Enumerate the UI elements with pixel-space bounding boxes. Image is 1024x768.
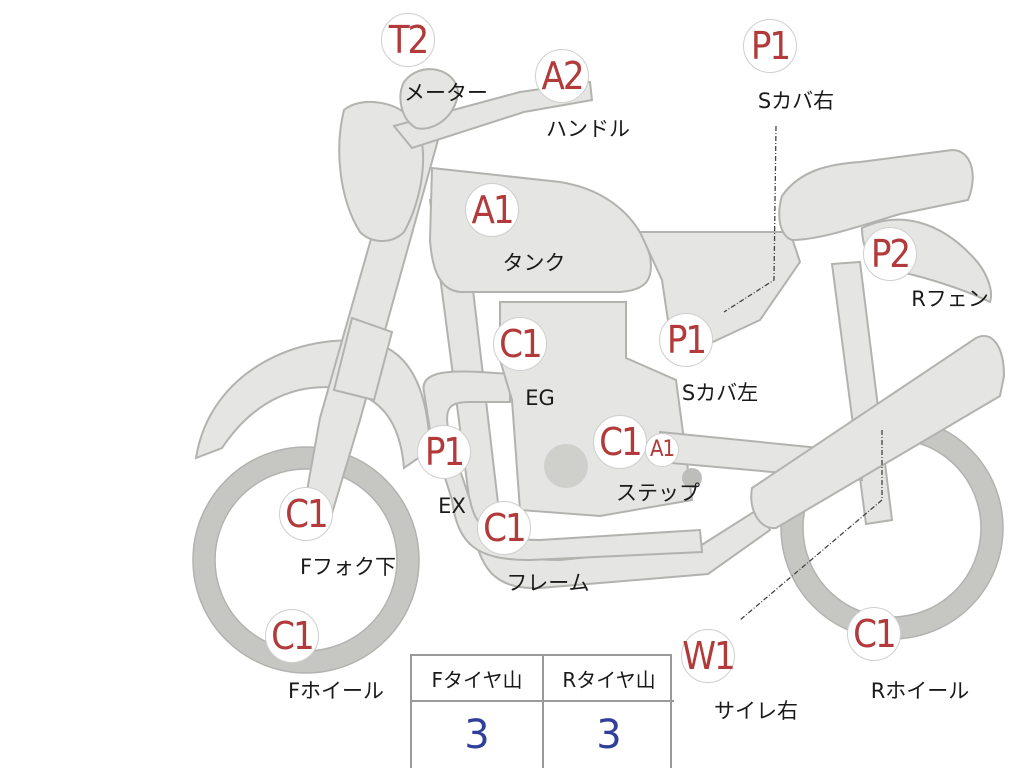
step-secondary-grade-badge: A1 bbox=[645, 433, 679, 467]
silencer-shape bbox=[750, 335, 1006, 530]
rear-wheel-grade-badge: C1 bbox=[847, 607, 901, 661]
fork-cover-shape bbox=[332, 316, 394, 402]
exhaust-grade-badge: P1 bbox=[417, 425, 471, 479]
silencer-right-grade-badge: W1 bbox=[681, 629, 736, 683]
seat-shape bbox=[778, 148, 974, 242]
front-fork-lower-grade-badge: C1 bbox=[279, 487, 333, 541]
exhaust-label: EX bbox=[438, 494, 466, 518]
front-wheel-grade-badge: C1 bbox=[265, 609, 319, 663]
meter-shape bbox=[399, 68, 460, 130]
rear-tire-value: 3 bbox=[542, 702, 674, 768]
exhaust-pipe-shape bbox=[422, 370, 704, 562]
rear-fender-grade-badge: P2 bbox=[863, 227, 917, 281]
frame-label: フレーム bbox=[506, 571, 590, 595]
rear-wheel-label: Rホイール bbox=[870, 679, 970, 703]
side-cover-left-grade-badge: P1 bbox=[659, 313, 713, 367]
front-wheel-label: Fホイール bbox=[287, 679, 385, 703]
front-fork-lower-label: Fフォク下 bbox=[299, 555, 397, 579]
meter-grade-badge: T2 bbox=[381, 13, 435, 67]
meter-label: メーター bbox=[404, 81, 488, 105]
frame-grade-badge: C1 bbox=[477, 501, 531, 555]
tank-label: タンク bbox=[502, 251, 566, 275]
side-cover-left-label: Sカバ左 bbox=[681, 381, 759, 405]
tire-tread-table: Fタイヤ山 Rタイヤ山 3 3 bbox=[410, 654, 674, 768]
side-cover-right-label: Sカバ右 bbox=[757, 89, 835, 113]
side-cover-right-grade-badge: P1 bbox=[743, 19, 797, 73]
front-tire-header: Fタイヤ山 bbox=[412, 656, 542, 702]
step-label: ステップ bbox=[616, 481, 700, 505]
handle-label: ハンドル bbox=[546, 117, 630, 141]
rear-fender-label: Rフェン bbox=[911, 287, 989, 311]
handlebar-shape bbox=[392, 80, 594, 150]
rear-tire-header: Rタイヤ山 bbox=[542, 656, 674, 702]
engine-grade-badge: C1 bbox=[493, 317, 547, 371]
silencer-right-label: サイレ右 bbox=[714, 699, 798, 723]
handle-grade-badge: A2 bbox=[535, 49, 589, 103]
engine-cover-shape bbox=[544, 444, 588, 488]
leader-line-side-cover-right bbox=[723, 125, 777, 313]
step-grade-badge: C1 bbox=[593, 415, 647, 469]
tank-grade-badge: A1 bbox=[465, 183, 519, 237]
engine-label: EG bbox=[525, 386, 555, 410]
footpeg-shape bbox=[682, 468, 702, 488]
leader-line-silencer-right bbox=[739, 430, 883, 621]
front-tire-value: 3 bbox=[464, 712, 490, 758]
